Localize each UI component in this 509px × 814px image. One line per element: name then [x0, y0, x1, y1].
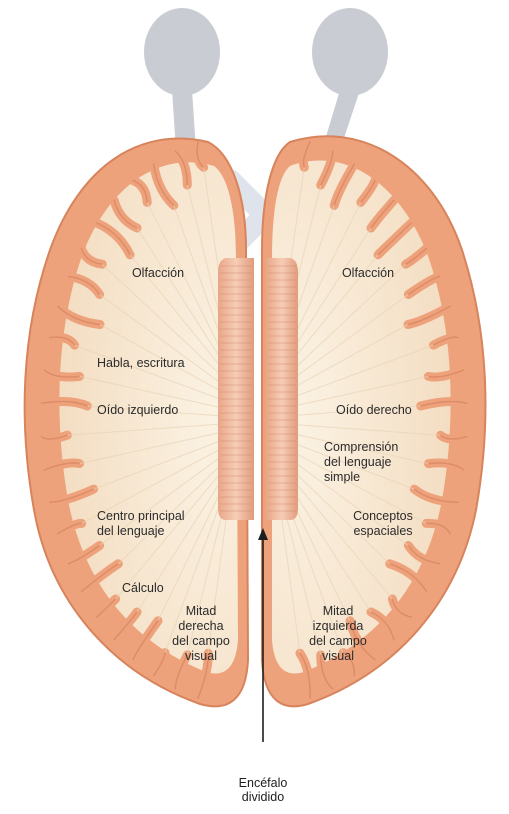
label-left-visual-field: Mitad izquierda del campo visual — [309, 604, 367, 664]
label-simple-language: Comprensión del lenguaje simple — [324, 440, 398, 485]
right-hemisphere — [262, 136, 485, 706]
label-olfaction-right: Olfacción — [342, 266, 394, 281]
label-calculation: Cálculo — [122, 581, 164, 596]
label-speech-writing: Habla, escritura — [97, 356, 185, 371]
right-callosum-half — [266, 258, 298, 520]
label-right-ear: Oído derecho — [336, 403, 412, 418]
label-main-language-center: Centro principal del lenguaje — [97, 509, 185, 539]
left-callosum-half — [218, 258, 254, 520]
left-eye-icon — [144, 8, 220, 96]
right-eye-icon — [312, 8, 388, 96]
caption-split-brain: Encéfalo dividido — [239, 776, 288, 804]
label-spatial-concepts: Conceptos espaciales — [353, 509, 413, 539]
label-right-visual-field: Mitad derecha del campo visual — [172, 604, 230, 664]
label-olfaction-left: Olfacción — [132, 266, 184, 281]
label-left-ear: Oído izquierdo — [97, 403, 178, 418]
